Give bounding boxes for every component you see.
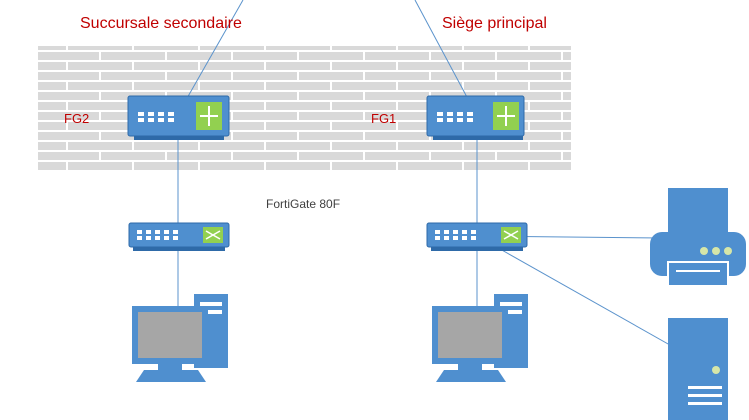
desktop-computer-icon[interactable] xyxy=(132,294,228,382)
branch-firewall-label: FG2 xyxy=(64,111,89,126)
network-switch-icon[interactable] xyxy=(426,222,528,251)
switch-to-server xyxy=(476,235,701,363)
network-switch-icon[interactable] xyxy=(128,222,230,251)
printer-icon[interactable] xyxy=(650,188,746,287)
head-office-firewall-label: FG1 xyxy=(371,111,396,126)
branch-uplink xyxy=(177,0,244,115)
head-office-site-title: Siège principal xyxy=(442,15,547,32)
desktop-computer-icon[interactable] xyxy=(432,294,528,382)
branch-site-title: Succursale secondaire xyxy=(80,15,242,32)
firewall-model-caption: FortiGate 80F xyxy=(266,197,340,211)
head-office-uplink xyxy=(414,0,477,115)
firewall-router-icon[interactable] xyxy=(426,95,525,140)
tower-server-icon[interactable] xyxy=(668,318,728,420)
firewall-router-icon[interactable] xyxy=(127,95,230,140)
